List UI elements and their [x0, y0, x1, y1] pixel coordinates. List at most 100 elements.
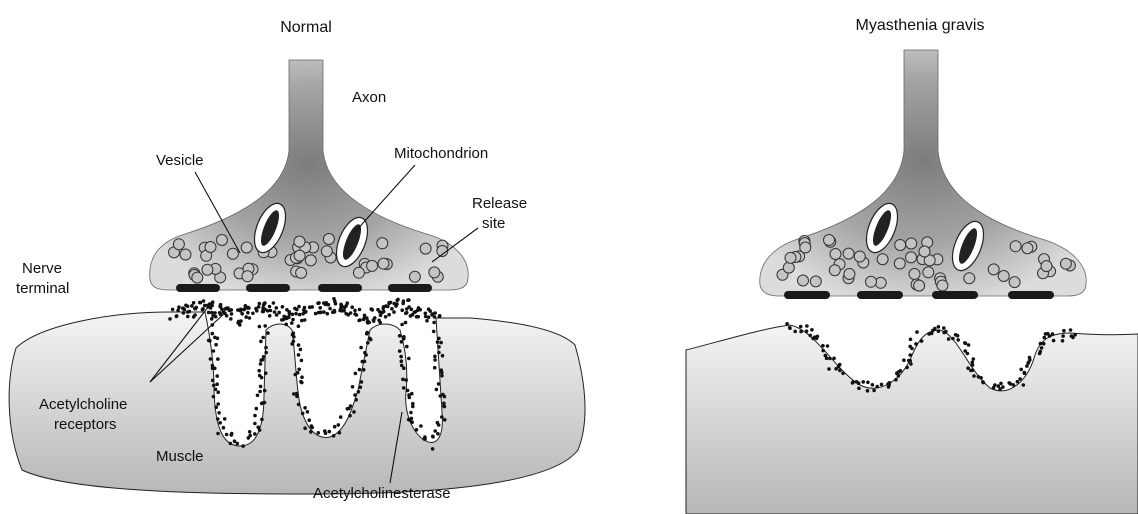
receptor-dot — [406, 298, 410, 302]
receptor-dot — [251, 312, 255, 316]
receptor-dot — [295, 308, 299, 312]
receptor-dot — [395, 302, 399, 306]
receptor-dot — [300, 319, 304, 323]
receptor-dot — [351, 385, 355, 389]
receptor-dot — [303, 426, 307, 430]
receptor-dot — [805, 329, 809, 333]
receptor-dot — [212, 349, 216, 353]
receptor-dot — [443, 418, 447, 422]
receptor-dot — [851, 381, 855, 385]
vesicle — [919, 246, 930, 257]
receptor-dot — [297, 305, 301, 309]
receptor-dot — [387, 301, 391, 305]
vesicle — [877, 254, 888, 265]
receptor-dot — [277, 311, 281, 315]
normal-title: Normal — [280, 19, 332, 36]
nerve-terminal-label-line2: terminal — [16, 280, 69, 297]
receptor-dot — [437, 345, 441, 349]
receptor-dot — [821, 344, 825, 348]
receptor-dot — [215, 382, 219, 386]
receptor-dot — [967, 343, 971, 347]
receptor-dot — [1026, 361, 1030, 365]
receptor-dot — [905, 366, 909, 370]
vesicle — [914, 280, 925, 291]
receptor-dot — [909, 338, 913, 342]
receptor-dot — [966, 366, 970, 370]
receptor-dot — [1043, 336, 1047, 340]
receptor-dot — [359, 385, 363, 389]
vesicle — [205, 242, 216, 253]
receptor-dot — [379, 314, 383, 318]
receptor-dot — [1012, 383, 1016, 387]
vesicle-label: Vesicle — [156, 152, 204, 169]
vesicle — [988, 264, 999, 275]
receptor-dot — [358, 308, 362, 312]
receptor-dot — [216, 417, 220, 421]
vesicle — [894, 258, 905, 269]
receptor-dot — [299, 348, 303, 352]
receptor-dot — [788, 326, 792, 330]
vesicle — [294, 250, 305, 261]
vesicle — [353, 267, 364, 278]
receptor-dot — [290, 321, 294, 325]
receptor-dot — [915, 330, 919, 334]
receptor-dot — [1061, 339, 1065, 343]
vesicle — [843, 248, 854, 259]
receptor-dot — [264, 346, 268, 350]
receptor-dot — [343, 306, 347, 310]
receptor-dot — [260, 418, 264, 422]
receptor-dot — [257, 305, 261, 309]
receptor-dot — [441, 354, 445, 358]
receptor-dot — [287, 310, 291, 314]
receptor-dot — [382, 305, 386, 309]
receptor-dot — [402, 386, 406, 390]
receptor-dot — [360, 380, 364, 384]
receptor-dot — [908, 345, 912, 349]
receptor-dot — [433, 358, 437, 362]
receptors-label-line2: receptors — [54, 416, 117, 433]
receptor-dot — [437, 337, 441, 341]
receptor-dot — [398, 349, 402, 353]
receptor-dot — [914, 342, 918, 346]
release-site-bar — [1008, 291, 1054, 299]
receptor-dot — [956, 338, 960, 342]
receptor-dot — [438, 315, 442, 319]
receptor-dot — [433, 355, 437, 359]
muscle-label: Muscle — [156, 448, 204, 465]
receptor-dot — [253, 414, 257, 418]
receptor-dot — [398, 334, 402, 338]
receptor-dot — [216, 357, 220, 361]
receptor-dot — [815, 337, 819, 341]
receptor-dot — [969, 369, 973, 373]
receptor-dot — [316, 301, 320, 305]
receptor-dot — [216, 432, 220, 436]
vesicle — [378, 258, 389, 269]
receptor-dot — [999, 382, 1003, 386]
receptor-dot — [291, 318, 295, 322]
receptor-dot — [332, 434, 336, 438]
receptor-dot — [410, 420, 414, 424]
receptor-dot — [331, 310, 335, 314]
receptor-dot — [303, 406, 307, 410]
vesicle — [242, 271, 253, 282]
receptor-dot — [210, 317, 214, 321]
receptor-dot — [262, 302, 266, 306]
receptor-dot — [325, 301, 329, 305]
receptor-dot — [337, 423, 341, 427]
receptor-dot — [866, 381, 870, 385]
receptor-dot — [303, 306, 307, 310]
receptor-dot — [194, 307, 198, 311]
receptor-dot — [362, 368, 366, 372]
receptor-dot — [214, 388, 218, 392]
receptor-dot — [176, 309, 180, 313]
receptor-dot — [258, 325, 262, 329]
receptor-dot — [273, 310, 277, 314]
receptor-dot — [299, 380, 303, 384]
receptor-dot — [861, 380, 865, 384]
receptor-dot — [266, 309, 270, 313]
receptor-dot — [834, 367, 838, 371]
receptor-dot — [258, 428, 262, 432]
receptor-dot — [300, 359, 304, 363]
receptor-dot — [352, 410, 356, 414]
